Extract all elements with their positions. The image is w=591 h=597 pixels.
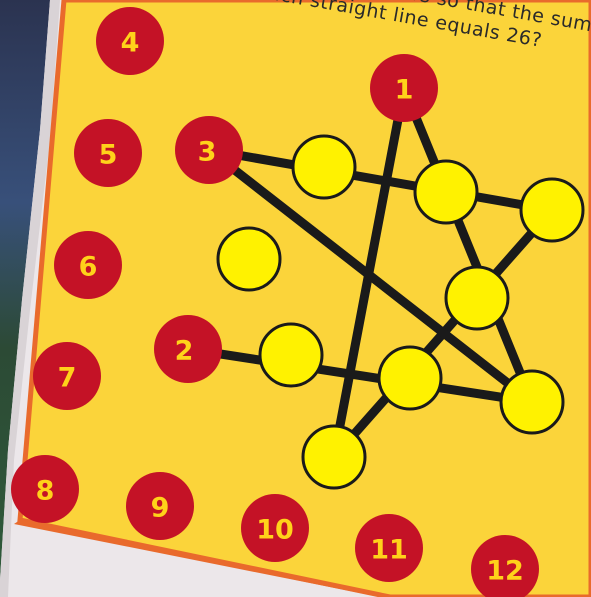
token-6[interactable]: 6 bbox=[54, 231, 122, 299]
token-11[interactable]: 11 bbox=[355, 514, 423, 582]
slot-right-tip[interactable] bbox=[521, 179, 583, 241]
token-7-label: 7 bbox=[58, 363, 77, 394]
token-10[interactable]: 10 bbox=[241, 494, 309, 562]
token-8-label: 8 bbox=[36, 476, 55, 507]
token-2-label: 2 bbox=[175, 336, 194, 367]
slot-top-left[interactable] bbox=[293, 136, 355, 198]
token-5-label: 5 bbox=[99, 140, 118, 171]
slot-top-right[interactable] bbox=[415, 161, 477, 223]
slot-lower-right-tip[interactable] bbox=[501, 371, 563, 433]
token-7[interactable]: 7 bbox=[33, 342, 101, 410]
token-8[interactable]: 8 bbox=[11, 455, 79, 523]
token-2[interactable]: 2 bbox=[154, 315, 222, 383]
token-9-label: 9 bbox=[151, 493, 170, 524]
token-3-label: 3 bbox=[198, 137, 217, 168]
token-4[interactable]: 4 bbox=[96, 7, 164, 75]
token-12-label: 12 bbox=[486, 556, 524, 587]
slot-right-inner[interactable] bbox=[446, 267, 508, 329]
token-11-label: 11 bbox=[370, 535, 408, 566]
token-3[interactable]: 3 bbox=[175, 116, 243, 184]
token-10-label: 10 bbox=[256, 515, 294, 546]
token-1-label: 1 bbox=[395, 75, 414, 106]
slot-bottom-right[interactable] bbox=[379, 347, 441, 409]
token-4-label: 4 bbox=[121, 28, 140, 59]
token-6-label: 6 bbox=[79, 252, 98, 283]
token-5[interactable]: 5 bbox=[74, 119, 142, 187]
slot-left-inner[interactable] bbox=[218, 228, 280, 290]
slot-bottom-left[interactable] bbox=[260, 324, 322, 386]
slot-bottom-tip[interactable] bbox=[303, 426, 365, 488]
token-9[interactable]: 9 bbox=[126, 472, 194, 540]
token-1[interactable]: 1 bbox=[370, 54, 438, 122]
